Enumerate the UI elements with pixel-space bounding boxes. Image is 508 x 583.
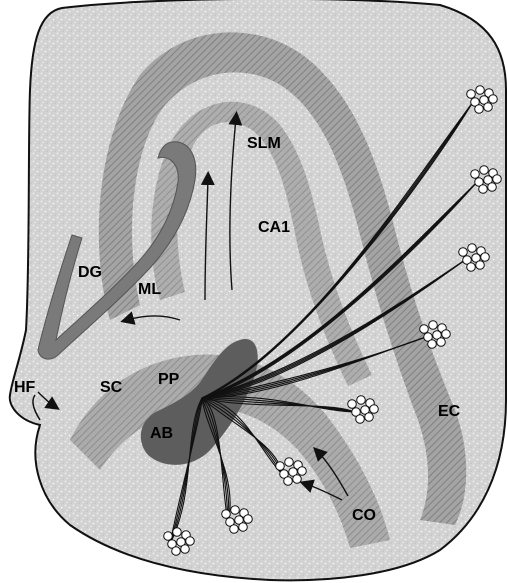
cell-body — [284, 477, 293, 486]
cell-body — [239, 523, 248, 532]
cell-body — [231, 506, 240, 515]
cell-body — [276, 462, 285, 471]
cell-body — [475, 105, 484, 114]
cell-body — [222, 510, 231, 519]
cell-body — [481, 253, 490, 262]
label-dg: DG — [78, 264, 102, 281]
cell-body — [420, 325, 429, 334]
cell-body — [480, 166, 489, 175]
cell-body — [476, 261, 485, 270]
cell-body — [476, 86, 485, 95]
cell-body — [181, 545, 190, 554]
cell-body — [365, 413, 374, 422]
cell-body — [484, 103, 493, 112]
cell-body — [293, 475, 302, 484]
label-hf: HF — [14, 379, 36, 396]
cell-body — [429, 321, 438, 330]
label-sc: SC — [100, 379, 123, 396]
cell-body — [488, 183, 497, 192]
label-ml: ML — [138, 281, 161, 298]
cell-body — [442, 330, 451, 339]
cell-body — [186, 537, 195, 546]
cell-body — [493, 175, 502, 184]
cell-body — [370, 405, 379, 414]
label-ab: AB — [150, 425, 173, 442]
label-ca1: CA1 — [258, 219, 290, 236]
cell-body — [357, 396, 366, 405]
cell-body — [459, 248, 468, 257]
cell-body — [489, 95, 498, 104]
cell-body — [428, 340, 437, 349]
label-pp: PP — [158, 371, 180, 388]
label-slm: SLM — [247, 135, 281, 152]
label-co: CO — [352, 507, 376, 524]
cell-body — [244, 515, 253, 524]
cell-body — [164, 532, 173, 541]
cell-body — [298, 467, 307, 476]
cell-body — [348, 400, 357, 409]
cell-body — [479, 185, 488, 194]
cell-body — [437, 338, 446, 347]
cell-body — [230, 525, 239, 534]
cell-body — [173, 528, 182, 537]
cell-body — [467, 90, 476, 99]
cell-body — [285, 458, 294, 467]
cell-body — [468, 244, 477, 253]
cell-body — [356, 415, 365, 424]
label-ec: EC — [438, 403, 461, 420]
cell-body — [467, 263, 476, 272]
cell-body — [172, 547, 181, 556]
cell-body — [471, 170, 480, 179]
